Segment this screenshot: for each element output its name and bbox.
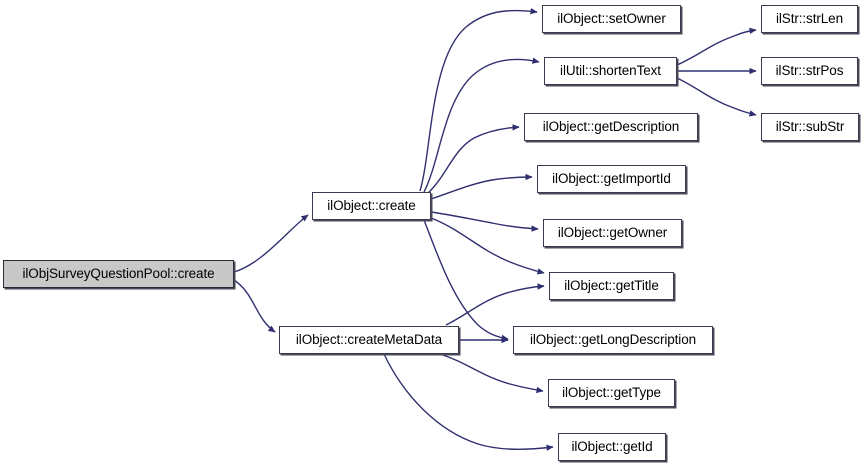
- graph-node-label: ilObject::createMetaData: [295, 332, 443, 348]
- graph-edge-shortenText-to-strLen: [676, 27, 757, 66]
- graph-edge-root-to-createMetaData: [233, 279, 276, 333]
- graph-node-label: ilObject::getType: [562, 385, 661, 401]
- graph-edge-createMetaData-to-getType: [439, 353, 544, 394]
- graph-node-getDescription[interactable]: ilObject::getDescription: [524, 113, 698, 141]
- graph-node-setOwner[interactable]: ilObject::setOwner: [542, 5, 681, 33]
- graph-node-strPos[interactable]: ilStr::strPos: [761, 57, 858, 85]
- graph-node-getType[interactable]: ilObject::getType: [548, 379, 675, 407]
- graph-node-getId[interactable]: ilObject::getId: [558, 433, 666, 461]
- graph-edge-root-to-create: [233, 214, 309, 273]
- graph-node-label: ilUtil::shortenText: [560, 63, 661, 79]
- graph-edge-createMetaData-to-getId: [383, 353, 554, 451]
- graph-node-label: ilObject::getImportId: [552, 171, 671, 187]
- graph-node-label: ilObject::create: [327, 198, 416, 214]
- graph-node-getOwner[interactable]: ilObject::getOwner: [543, 219, 682, 247]
- graph-edge-create-to-shortenText: [423, 57, 540, 193]
- graph-node-label: ilStr::strLen: [776, 11, 843, 27]
- graph-edge-create-to-getDescription: [427, 124, 520, 194]
- graph-edge-create-to-getLongDesc: [423, 219, 509, 342]
- graph-node-label: ilObject::getOwner: [557, 225, 668, 241]
- graph-node-subStr[interactable]: ilStr::subStr: [761, 113, 859, 141]
- graph-node-strLen[interactable]: ilStr::strLen: [761, 5, 858, 33]
- graph-node-getTitle[interactable]: ilObject::getTitle: [549, 272, 674, 300]
- graph-node-label: ilObject::getDescription: [542, 119, 680, 135]
- graph-node-shortenText[interactable]: ilUtil::shortenText: [544, 57, 677, 85]
- graph-edge-create-to-getTitle: [430, 217, 545, 275]
- graph-node-getImportId[interactable]: ilObject::getImportId: [537, 165, 686, 193]
- graph-edge-create-to-getImportId: [430, 173, 533, 200]
- graph-node-label: ilStr::strPos: [775, 63, 844, 79]
- graph-node-label: ilObject::getId: [571, 439, 653, 455]
- graph-node-label: ilObjSurveyQuestionPool::create: [22, 266, 215, 282]
- graph-node-getLongDesc[interactable]: ilObject::getLongDescription: [513, 326, 713, 354]
- graph-node-create[interactable]: ilObject::create: [312, 192, 431, 220]
- graph-node-label: ilObject::getLongDescription: [529, 332, 697, 348]
- graph-node-root[interactable]: ilObjSurveyQuestionPool::create: [3, 260, 234, 288]
- graph-edge-shortenText-to-subStr: [676, 77, 757, 117]
- graph-node-label: ilObject::getTitle: [564, 278, 659, 294]
- graph-edge-create-to-setOwner: [419, 8, 538, 192]
- graph-node-label: ilObject::setOwner: [557, 11, 666, 27]
- graph-edge-createMetaData-to-getTitle: [445, 283, 545, 326]
- graph-node-label: ilStr::subStr: [775, 119, 845, 135]
- graph-edge-create-to-getOwner: [430, 211, 539, 232]
- graph-node-createMetaData[interactable]: ilObject::createMetaData: [279, 326, 459, 354]
